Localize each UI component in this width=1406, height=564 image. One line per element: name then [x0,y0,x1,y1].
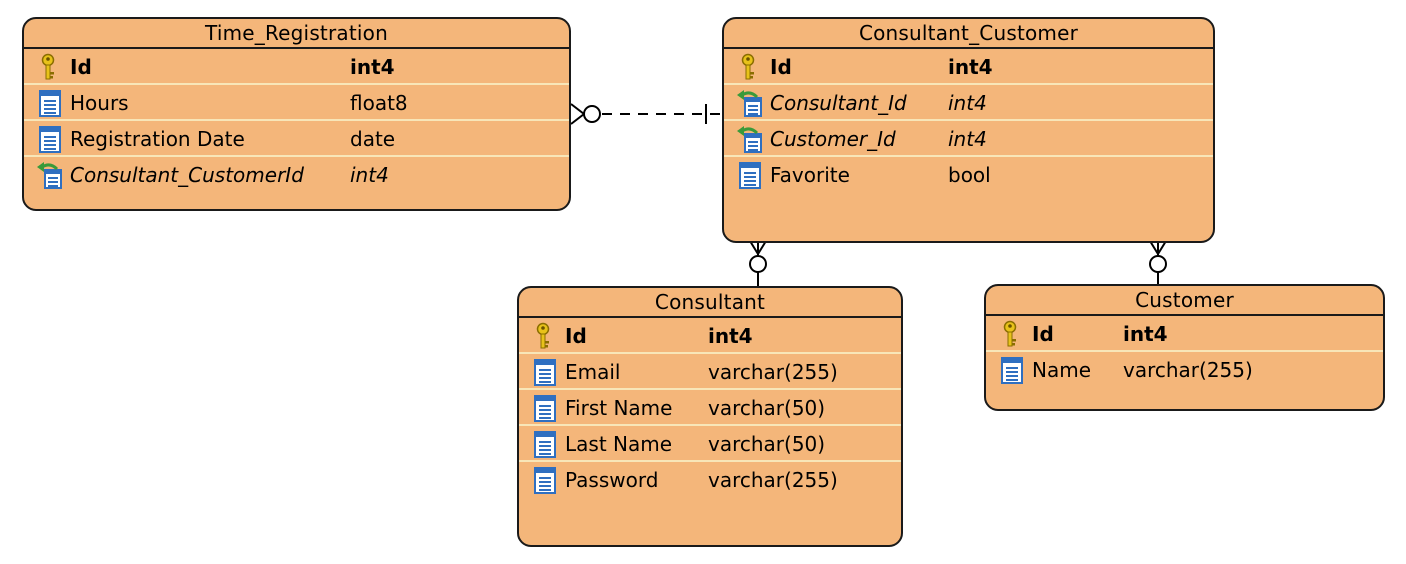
column-type: int4 [350,163,389,187]
column-icon [531,358,559,386]
column-name: Email [565,360,621,384]
column-row[interactable]: Id int4 [724,49,1213,85]
column-type: int4 [948,91,987,115]
column-row[interactable]: Favorite bool [724,157,1213,193]
column-icon [531,466,559,494]
key-icon [36,53,64,81]
column-row[interactable]: Consultant_Id int4 [724,85,1213,121]
entity-title: Time_Registration [24,19,569,49]
key-icon [531,322,559,350]
key-icon [736,53,764,81]
column-icon [736,161,764,189]
zero-circle-marker [1149,255,1167,273]
column-type: int4 [1123,322,1168,346]
column-type: bool [948,163,991,187]
column-name: Last Name [565,432,673,456]
entity-title: Consultant [519,288,901,318]
column-icon [531,430,559,458]
column-type: int4 [948,55,993,79]
column-name: Hours [70,91,129,115]
column-icon [531,394,559,422]
relationship-time-registration-consultant-customer [570,103,722,125]
column-row[interactable]: Last Name varchar(50) [519,426,901,462]
column-icon [36,125,64,153]
column-type: int4 [948,127,987,151]
column-type: varchar(255) [708,468,838,492]
column-type: date [350,127,396,151]
column-type: int4 [350,55,395,79]
column-name: Id [1032,322,1054,346]
zero-circle-marker [583,105,601,123]
relationship-consultant-customer-customer [1149,240,1167,285]
column-row[interactable]: Customer_Id int4 [724,121,1213,157]
entity-title: Customer [986,286,1383,316]
column-row[interactable]: Password varchar(255) [519,462,901,498]
column-name: Id [565,324,587,348]
column-name: Id [70,55,92,79]
crowfoot-many-marker [570,103,586,125]
column-name: Favorite [770,163,850,187]
column-name: Password [565,468,659,492]
key-icon [998,320,1026,348]
column-name: Consultant_CustomerId [70,163,304,187]
column-name: Registration Date [70,127,245,151]
column-icon [36,89,64,117]
foreign-key-icon [736,89,764,117]
column-type: varchar(50) [708,396,826,420]
column-row[interactable]: Registration Date date [24,121,569,157]
column-type: varchar(255) [1123,358,1253,382]
column-row[interactable]: Id int4 [24,49,569,85]
foreign-key-icon [36,161,64,189]
column-name: Id [770,55,792,79]
column-type: int4 [708,324,753,348]
entity-title: Consultant_Customer [724,19,1213,49]
column-name: Name [1032,358,1092,382]
column-row[interactable]: First Name varchar(50) [519,390,901,426]
column-row[interactable]: Email varchar(255) [519,354,901,390]
column-name: Customer_Id [770,127,896,151]
column-row[interactable]: Name varchar(255) [986,352,1383,388]
column-name: Consultant_Id [770,91,907,115]
column-row[interactable]: Id int4 [519,318,901,354]
column-type: varchar(255) [708,360,838,384]
relationship-consultant-customer-consultant [749,240,767,287]
zero-circle-marker [749,255,767,273]
column-icon [998,356,1026,384]
column-type: varchar(50) [708,432,826,456]
column-row[interactable]: Consultant_CustomerId int4 [24,157,569,193]
column-row[interactable]: Id int4 [986,316,1383,352]
foreign-key-icon [736,125,764,153]
column-type: float8 [350,91,408,115]
column-row[interactable]: Hours float8 [24,85,569,121]
column-name: First Name [565,396,673,420]
